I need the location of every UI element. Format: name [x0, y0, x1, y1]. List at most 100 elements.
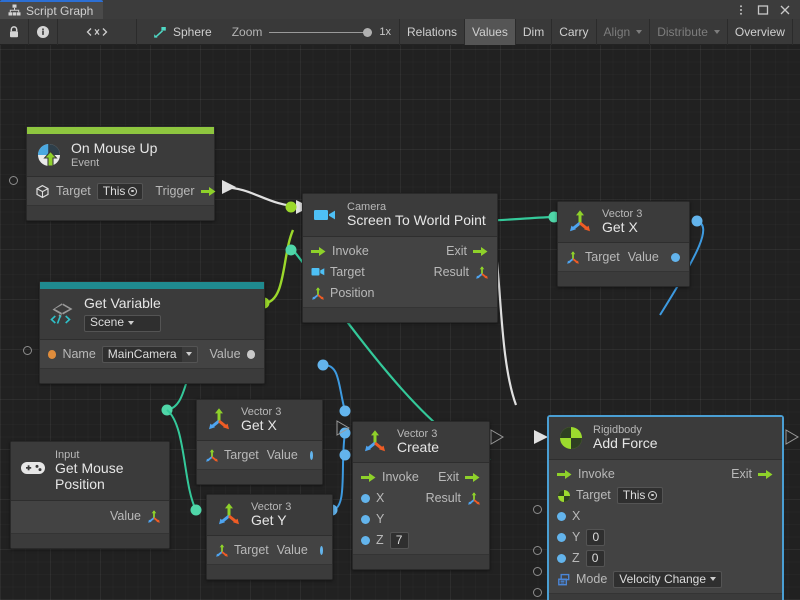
zoom-slider[interactable] — [269, 25, 373, 39]
port-label-exit: Exit — [438, 470, 459, 485]
node-rigidbody-add-force[interactable]: Rigidbody Add Force Invoke Exit — [533, 416, 783, 600]
info-button[interactable] — [29, 19, 58, 45]
graph-canvas[interactable]: On Mouse Up Event Target This — [0, 45, 800, 600]
object-picker-icon[interactable] — [648, 490, 658, 500]
flow-in-arrow-icon[interactable] — [557, 469, 572, 480]
port-name-external-input[interactable] — [23, 346, 32, 355]
gamepad-icon — [20, 458, 46, 484]
port-value-output-dot[interactable] — [319, 545, 323, 555]
target-value-field[interactable]: This — [96, 182, 144, 200]
toolbar-button-relations[interactable]: Relations — [399, 19, 464, 45]
toolbar-button-distribute[interactable]: Distribute — [649, 19, 727, 45]
node-body: Target This Trigger — [27, 176, 216, 205]
node-subtitle: On Mouse Up — [71, 140, 158, 156]
vector3-port-icon — [147, 509, 160, 523]
target-value: This — [622, 488, 646, 503]
flow-out-arrow-icon[interactable] — [465, 472, 480, 483]
port-value-output-dot[interactable] — [246, 349, 255, 359]
mode-dropdown[interactable]: Velocity Change — [613, 570, 723, 588]
zoom-control[interactable]: Zoom 1x — [224, 19, 399, 45]
node-on-mouse-up[interactable]: On Mouse Up Event Target This — [9, 126, 216, 221]
node-camera-screen-to-world-point[interactable]: Camera Screen To World Point Invoke Exit — [302, 193, 498, 323]
port-mode-external-input[interactable] — [533, 588, 542, 597]
node-body: Invoke Exit X Result — [353, 462, 489, 554]
port-x-input-dot[interactable] — [361, 493, 370, 503]
port-value-output-dot[interactable] — [671, 252, 680, 262]
variable-name-field-group[interactable]: MainCamera — [101, 345, 198, 363]
variable-name-dropdown-button[interactable] — [181, 345, 198, 363]
port-row-target-value: Target Value — [197, 445, 322, 466]
node-vector3-get-y[interactable]: Vector 3 Get Y Target Value — [206, 494, 333, 580]
toolbar-button-values[interactable]: Values — [464, 19, 515, 45]
flow-in-arrow-icon[interactable] — [361, 472, 376, 483]
node-footer — [27, 204, 214, 220]
code-button[interactable] — [58, 19, 137, 45]
flow-out-arrow-icon[interactable] — [200, 186, 216, 197]
y-value-input[interactable]: 0 — [586, 528, 606, 546]
kebab-menu-icon[interactable] — [735, 4, 747, 16]
port-row-target-value: Target Value — [207, 540, 332, 561]
chevron-down-icon — [186, 352, 192, 357]
vector3-icon — [567, 209, 593, 235]
info-icon — [36, 25, 50, 39]
toolbar-button-carry[interactable]: Carry — [551, 19, 595, 45]
port-label-target: Target — [56, 184, 91, 199]
maximize-icon[interactable] — [757, 4, 769, 16]
target-value-field[interactable]: This — [616, 486, 664, 504]
variable-scope-dropdown[interactable]: Scene — [84, 314, 161, 332]
lock-button[interactable] — [0, 19, 29, 45]
close-icon[interactable] — [779, 4, 791, 16]
port-label-z: Z — [376, 533, 384, 548]
port-y-external-input[interactable] — [533, 546, 542, 555]
node-input-get-mouse-position[interactable]: Input Get Mouse Position Value — [10, 441, 170, 549]
vector3-icon — [362, 429, 388, 455]
toolbar-button-overview[interactable]: Overview — [726, 19, 792, 45]
port-z-external-input[interactable] — [533, 567, 542, 576]
node-title: Get X — [241, 417, 277, 434]
node-vector3-create[interactable]: Vector 3 Create Invoke Exit — [352, 421, 490, 570]
port-target-input[interactable] — [9, 176, 18, 185]
port-row-y: Y 0 — [549, 527, 782, 548]
node-title: Create — [397, 439, 440, 456]
graph-object-selector[interactable]: Sphere — [137, 19, 224, 45]
port-label-exit: Exit — [446, 244, 467, 259]
y-value: 0 — [592, 530, 600, 545]
port-y-input-dot[interactable] — [361, 514, 370, 524]
port-target-external-input[interactable] — [533, 505, 542, 514]
flow-in-arrow-icon[interactable] — [311, 246, 326, 257]
port-name-input-dot[interactable] — [48, 349, 57, 359]
toolbar-button-align[interactable]: Align — [595, 19, 650, 45]
port-row-y: Y — [353, 509, 489, 530]
z-value-input[interactable]: 0 — [585, 549, 605, 567]
node-body: Target Value — [207, 535, 332, 564]
port-z-input-dot[interactable] — [361, 535, 370, 545]
port-x-input-dot[interactable] — [557, 511, 566, 521]
flow-out-arrow-icon[interactable] — [473, 246, 488, 257]
node-title-block: Get Variable Scene — [84, 295, 161, 332]
port-label-exit: Exit — [731, 467, 752, 482]
object-picker-icon[interactable] — [128, 186, 138, 196]
flow-out-arrow-icon[interactable] — [758, 469, 773, 480]
toolbar-button-dim[interactable]: Dim — [514, 19, 551, 45]
vector3-icon — [216, 502, 242, 528]
vector3-port-icon — [467, 492, 480, 505]
port-row-target-value: Target Value — [558, 247, 689, 268]
port-label-mode: Mode — [576, 572, 608, 587]
node-vector3-get-x-top[interactable]: Vector 3 Get X Target Value — [557, 201, 690, 287]
toolbar-button-full-screen[interactable]: Full Screen — [791, 19, 800, 45]
node-title-block: Camera Screen To World Point — [347, 201, 486, 229]
node-vector3-get-x-mid[interactable]: Vector 3 Get X Target Value — [196, 399, 323, 485]
zoom-slider-track — [269, 31, 373, 33]
toolbar-button-label: Dim — [522, 25, 545, 39]
port-label-target: Target — [224, 448, 259, 463]
variable-name-field[interactable]: MainCamera — [101, 345, 182, 363]
port-row-x: X Result — [353, 488, 489, 509]
toolbar-button-label: Overview — [734, 25, 785, 39]
z-value-input[interactable]: 7 — [389, 531, 409, 549]
port-y-input-dot[interactable] — [557, 532, 566, 542]
tab-script-graph[interactable]: Script Graph — [0, 0, 104, 19]
zoom-slider-knob[interactable] — [363, 28, 373, 37]
port-z-input-dot[interactable] — [557, 553, 566, 563]
node-get-variable[interactable]: Get Variable Scene Name MainCamera — [23, 281, 265, 384]
port-value-output-dot[interactable] — [309, 450, 313, 460]
